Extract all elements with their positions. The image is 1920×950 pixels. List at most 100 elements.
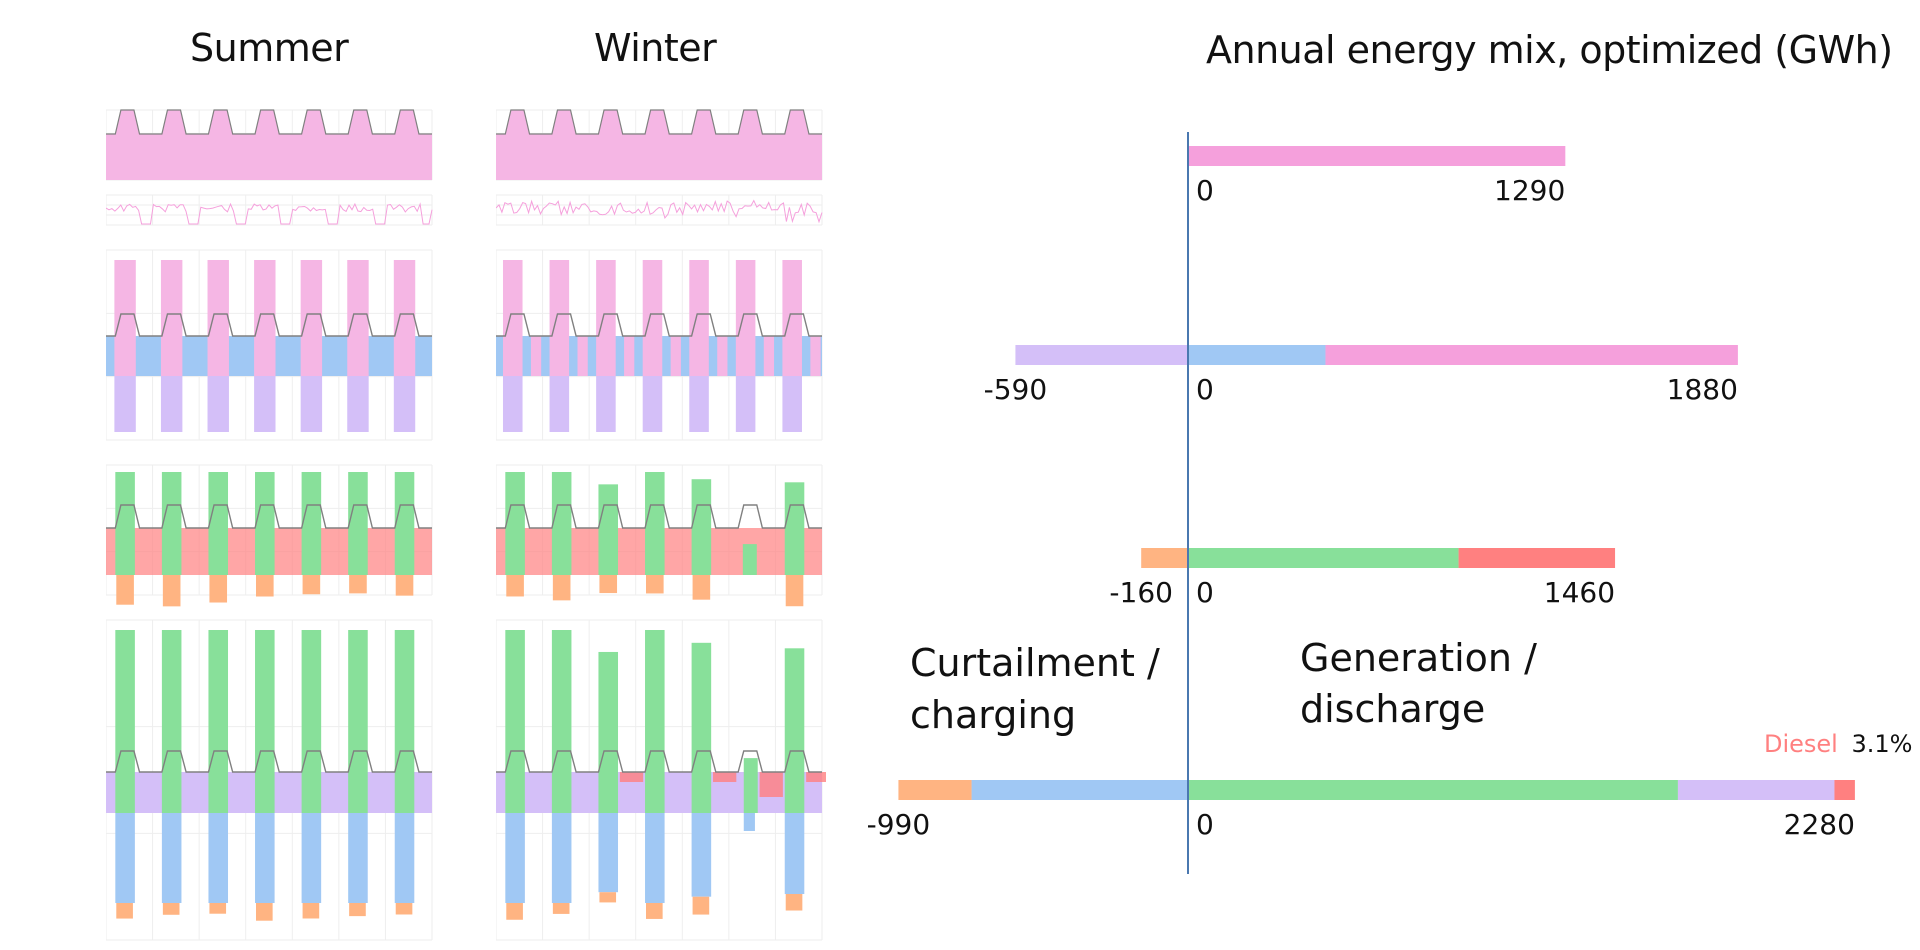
pumped-hydro-charge-bar — [642, 376, 663, 432]
mix-segment-solar — [1188, 780, 1678, 800]
load-line — [496, 504, 822, 529]
battery-charge-bar — [551, 813, 572, 903]
mix-segment-solar — [1188, 548, 1459, 568]
battery-charge-bar — [115, 813, 135, 903]
curtailment-bar — [552, 575, 571, 601]
import-signal-line — [106, 202, 433, 225]
curtailment-bar — [302, 903, 320, 919]
solar-bar — [691, 642, 712, 813]
solar-bar — [161, 630, 182, 813]
solar-bar — [645, 630, 665, 813]
panel-import-battery-hydro — [106, 249, 433, 441]
mix-zero-label: 0 — [1196, 576, 1214, 609]
mix-segment-pumped_hydro — [1015, 345, 1188, 365]
import-bar — [642, 260, 663, 376]
solar-bar — [255, 472, 275, 575]
mix-segment-curtailment — [1141, 548, 1188, 568]
mix-segment-curtailment — [898, 780, 972, 800]
battery-charge-bar — [255, 813, 275, 903]
solar-bar — [348, 630, 368, 813]
panel-import-battery-hydro — [496, 249, 823, 441]
curtailment-bar — [349, 903, 366, 917]
solar-bar — [161, 472, 182, 575]
diesel-bar — [713, 772, 737, 782]
import-bar — [689, 260, 709, 376]
panel-import-signal — [106, 194, 433, 226]
curtailment-bar — [349, 575, 367, 594]
load-line — [106, 313, 432, 337]
import-night-bar — [670, 336, 681, 376]
mix-segment-import — [1188, 146, 1566, 166]
pumped-hydro-charge-bar — [549, 376, 570, 432]
curtailment-bar — [162, 903, 180, 915]
diesel-percentage: 3.1% — [1852, 730, 1913, 758]
import-night-bar — [717, 336, 728, 376]
curtailment-bar — [785, 575, 804, 607]
load-line — [496, 750, 822, 773]
diesel-bar — [759, 772, 783, 797]
mix-segment-import — [1325, 345, 1738, 365]
solar-bar — [208, 472, 229, 575]
solar-bar — [551, 472, 572, 575]
pumped-hydro-charge-bar — [300, 376, 323, 432]
import-bar — [114, 260, 136, 376]
curtailment-bar — [209, 903, 227, 914]
solar-bar — [742, 544, 757, 575]
winter-dispatch-chart — [496, 109, 826, 941]
load-line — [496, 109, 822, 135]
import-bar — [782, 260, 802, 376]
import-bar — [596, 260, 616, 376]
battery-charge-bar — [161, 813, 182, 903]
import-signal-line — [496, 199, 823, 224]
curtailment-bar — [256, 903, 273, 921]
panel-solar-battery-hydro — [496, 619, 826, 941]
mix-max-label: 1460 — [1544, 576, 1615, 609]
import-bar — [254, 260, 276, 376]
load-line — [496, 313, 822, 337]
curtailment-bar — [692, 575, 711, 600]
import-bar — [207, 260, 229, 376]
import-night-bar — [810, 336, 821, 376]
solar-bar — [115, 472, 135, 575]
import-night-bar — [624, 336, 635, 376]
pumped-hydro-charge-bar — [393, 376, 416, 432]
battery-charge-bar — [301, 813, 322, 903]
solar-bar — [645, 472, 665, 575]
mix-min-label: -590 — [984, 373, 1048, 406]
battery-charge-bar — [691, 813, 712, 897]
curtailment-bar — [552, 903, 570, 914]
battery-charge-bar — [743, 813, 755, 831]
panel-solar-diesel — [496, 464, 823, 607]
panel-solar-battery-hydro — [106, 619, 433, 941]
diesel-bar — [806, 772, 826, 782]
import-bar — [347, 260, 369, 376]
curtailment-bar — [256, 575, 274, 597]
pumped-hydro-charge-bar — [347, 376, 369, 432]
solar-bar — [348, 472, 368, 575]
pumped-hydro-charge-bar — [114, 376, 136, 432]
load-line — [106, 504, 432, 529]
pumped-hydro-charge-bar — [502, 376, 523, 432]
mix-zero-label: 0 — [1196, 174, 1214, 207]
pumped-hydro-charge-bar — [689, 376, 709, 432]
diesel-share-label: Diesel 3.1% — [1764, 730, 1912, 758]
diesel-bar — [619, 772, 644, 782]
curtailment-bar — [162, 575, 181, 607]
import-bar — [549, 260, 570, 376]
mix-max-label: 2280 — [1784, 808, 1855, 841]
import-night-bar — [763, 336, 775, 376]
solar-bar — [301, 472, 322, 575]
solar-bar — [208, 630, 229, 813]
load-area — [106, 110, 432, 180]
curtailment-bar — [785, 894, 803, 911]
solar-bar — [115, 630, 135, 813]
import-bar — [502, 260, 523, 376]
curtailment-bar — [209, 575, 228, 603]
mix-segment-pumped_hydro — [1677, 780, 1835, 800]
left-side-annotation-line1: Curtailment / — [910, 641, 1160, 685]
pumped-hydro-charge-bar — [596, 376, 616, 432]
summer-dispatch-chart — [106, 109, 433, 941]
curtailment-bar — [599, 575, 618, 594]
